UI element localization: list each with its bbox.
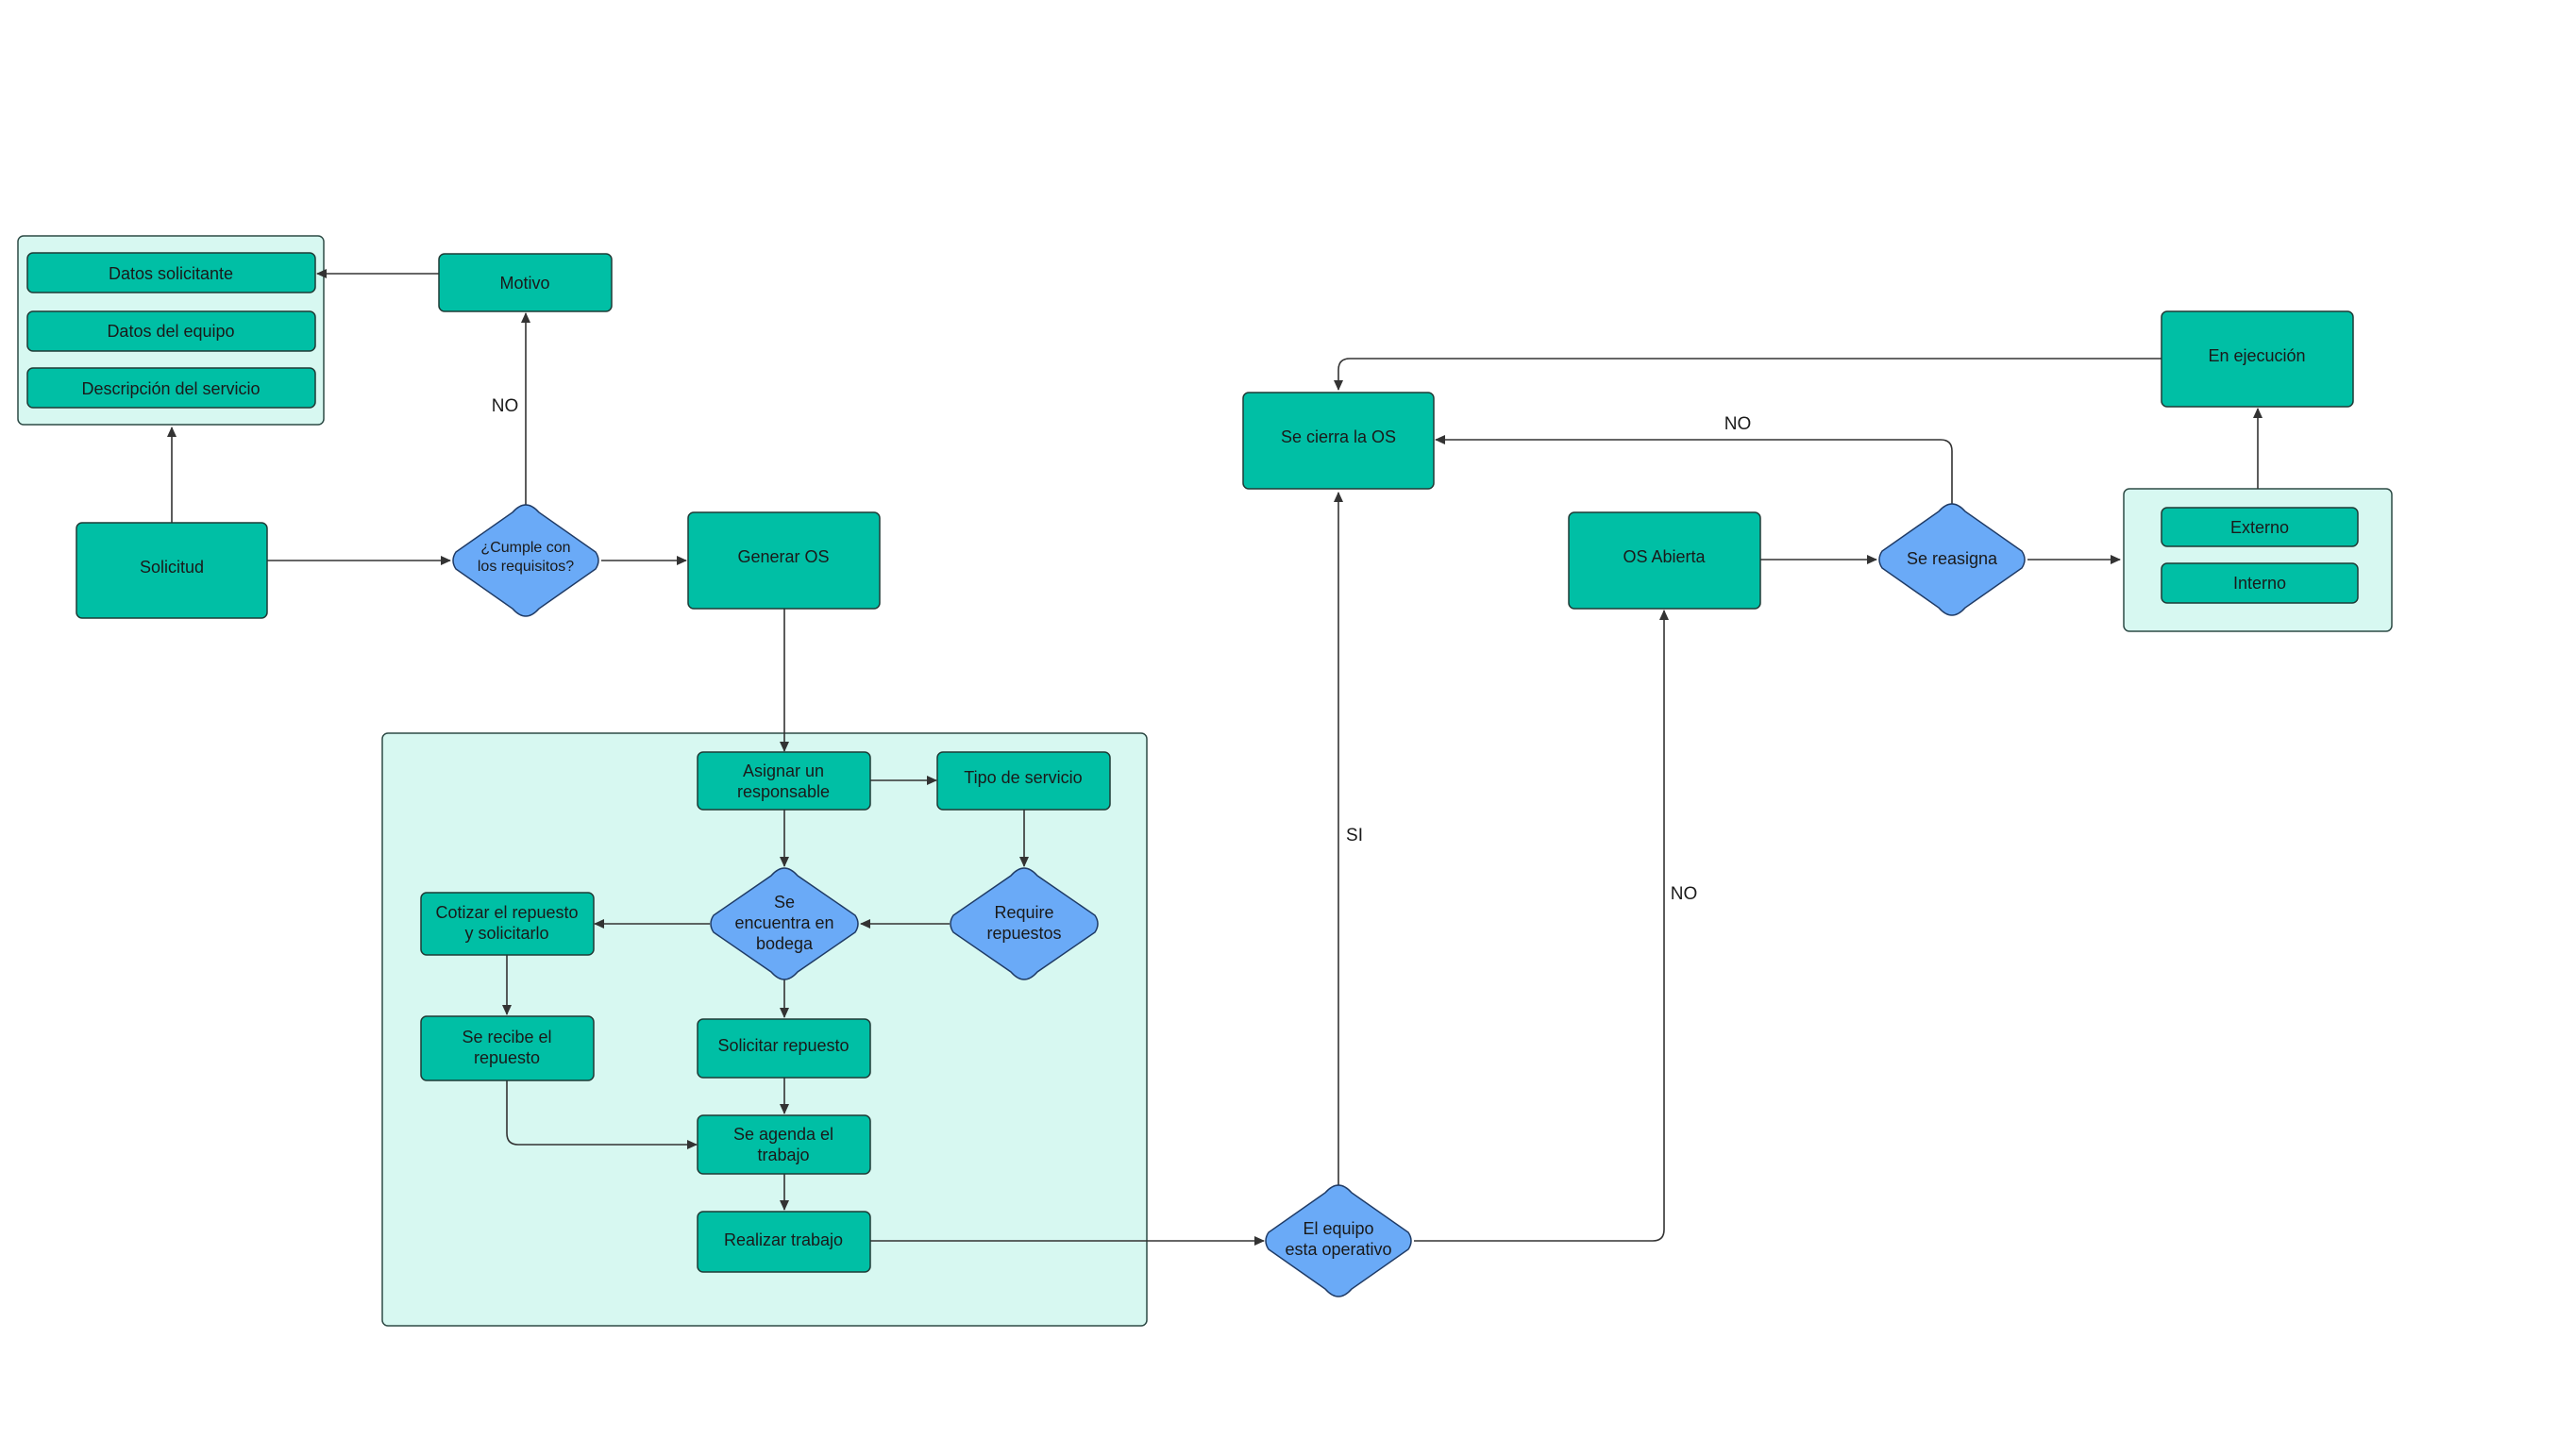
node-datos-solicitante-label: Datos solicitante — [109, 264, 233, 283]
node-datos-equipo-label: Datos del equipo — [107, 322, 234, 341]
edge-reasigna-cierra — [1435, 435, 1953, 504]
edge-label-no-motivo: NO — [492, 396, 519, 416]
node-realizar-trabajo[interactable]: Realizar trabajo — [697, 1211, 871, 1273]
node-en-ejecucion[interactable]: En ejecución — [2161, 310, 2354, 408]
node-externo-label: Externo — [2230, 518, 2289, 537]
node-motivo[interactable]: Motivo — [438, 253, 613, 312]
node-solicitud[interactable]: Solicitud — [76, 522, 268, 619]
node-generar-os[interactable]: Generar OS — [687, 511, 881, 610]
edge-label-si-cierra: SI — [1346, 826, 1363, 845]
node-asignar-responsable[interactable]: Asignar un responsable — [697, 751, 871, 811]
node-equipo-operativo-line1: El equipo — [1303, 1219, 1373, 1238]
node-se-encuentra-bodega-line1: Se — [774, 893, 795, 912]
node-se-agenda-trabajo[interactable]: Se agenda el trabajo — [697, 1114, 871, 1175]
node-se-encuentra-bodega-line2: encuentra en — [734, 913, 833, 932]
edge-label-no-os-abierta: NO — [1671, 884, 1698, 904]
node-descripcion-servicio[interactable]: Descripción del servicio — [26, 367, 316, 409]
node-tipo-servicio[interactable]: Tipo de servicio — [936, 751, 1111, 811]
node-solicitud-label: Solicitud — [140, 558, 204, 577]
node-interno-label: Interno — [2233, 574, 2286, 593]
node-cumple-requisitos-line1: ¿Cumple con — [480, 540, 570, 556]
node-equipo-operativo[interactable]: El equipo esta operativo — [1265, 1184, 1412, 1297]
node-tipo-servicio-label: Tipo de servicio — [964, 768, 1082, 787]
node-solicitar-repuesto[interactable]: Solicitar repuesto — [697, 1018, 871, 1079]
node-en-ejecucion-label: En ejecución — [2208, 346, 2305, 365]
edge-ejecucion-cierra — [1334, 358, 2162, 391]
node-cotizar-repuesto-line1: Cotizar el repuesto — [435, 903, 578, 922]
node-se-cierra-os-label: Se cierra la OS — [1281, 427, 1396, 446]
node-se-reasigna-label: Se reasigna — [1907, 549, 1998, 568]
node-se-agenda-trabajo-line2: trabajo — [757, 1146, 809, 1164]
node-motivo-label: Motivo — [499, 274, 549, 293]
edge-operativo-abierta — [1414, 610, 1669, 1242]
edge-label-no-reasigna: NO — [1724, 414, 1752, 434]
node-se-recibe-repuesto[interactable]: Se recibe el repuesto — [420, 1015, 595, 1081]
node-se-reasigna[interactable]: Se reasigna — [1878, 503, 2026, 616]
node-cumple-requisitos-line2: los requisitos? — [478, 559, 574, 575]
node-externo[interactable]: Externo — [2161, 507, 2359, 547]
node-se-encuentra-bodega-line3: bodega — [756, 934, 814, 953]
node-datos-solicitante[interactable]: Datos solicitante — [26, 252, 316, 293]
node-datos-equipo[interactable]: Datos del equipo — [26, 310, 316, 352]
node-os-abierta-label: OS Abierta — [1623, 547, 1706, 566]
node-se-recibe-repuesto-line1: Se recibe el — [462, 1028, 551, 1046]
node-generar-os-label: Generar OS — [737, 547, 829, 566]
node-interno[interactable]: Interno — [2161, 562, 2359, 604]
node-asignar-responsable-line1: Asignar un — [743, 761, 824, 780]
node-solicitar-repuesto-label: Solicitar repuesto — [717, 1036, 849, 1055]
node-se-cierra-os[interactable]: Se cierra la OS — [1242, 392, 1435, 490]
edges — [167, 269, 2263, 1246]
node-cotizar-repuesto-line2: y solicitarlo — [464, 924, 548, 943]
node-descripcion-servicio-label: Descripción del servicio — [81, 379, 260, 398]
node-cumple-requisitos[interactable]: ¿Cumple con los requisitos? — [452, 504, 599, 617]
node-require-repuestos-line2: repuestos — [986, 924, 1061, 943]
edge-recibe-agenda — [506, 1080, 698, 1149]
node-se-recibe-repuesto-line2: repuesto — [474, 1048, 540, 1067]
node-require-repuestos-line1: Require — [994, 903, 1053, 922]
node-se-encuentra-bodega[interactable]: Se encuentra en bodega — [710, 867, 859, 980]
node-asignar-responsable-line2: responsable — [737, 782, 830, 801]
node-cotizar-repuesto[interactable]: Cotizar el repuesto y solicitarlo — [420, 892, 595, 956]
node-equipo-operativo-line2: esta operativo — [1285, 1240, 1391, 1259]
node-os-abierta[interactable]: OS Abierta — [1568, 511, 1761, 610]
node-se-agenda-trabajo-line1: Se agenda el — [733, 1125, 833, 1144]
node-require-repuestos[interactable]: Require repuestos — [950, 867, 1099, 980]
node-realizar-trabajo-label: Realizar trabajo — [724, 1230, 843, 1249]
